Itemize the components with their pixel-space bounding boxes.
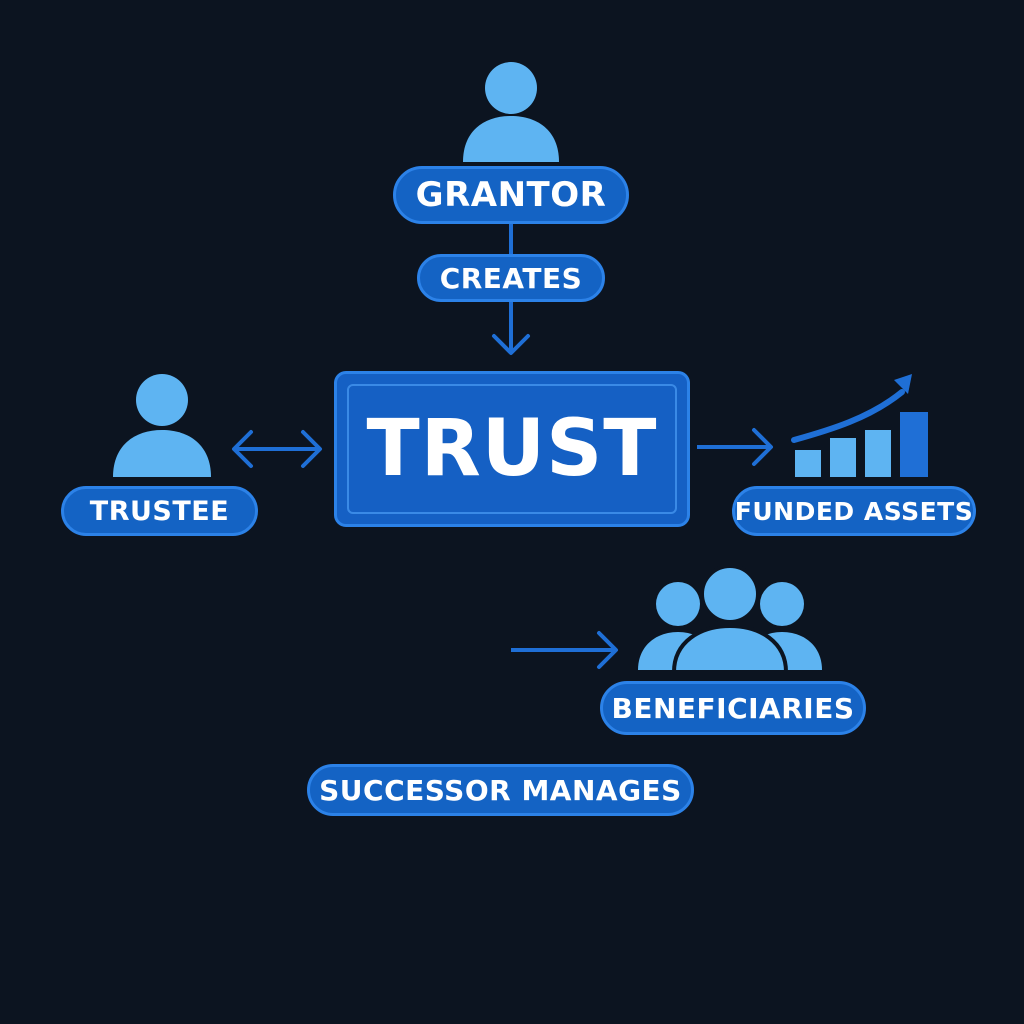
trustee-label: TRUSTEE (61, 486, 258, 536)
creates-to-trust-arrow (492, 302, 530, 355)
trust-to-assets-arrow (697, 428, 773, 466)
creates-label: CREATES (417, 254, 605, 302)
trustee-trust-double-arrow (232, 430, 322, 468)
trust-box-inner-border (347, 384, 677, 514)
bar-chart-growth-icon (791, 374, 928, 477)
trustee-person-icon (113, 374, 211, 477)
to-beneficiaries-arrow (511, 631, 618, 669)
beneficiaries-group-icon (638, 566, 822, 674)
grantor-label: GRANTOR (393, 166, 629, 224)
beneficiaries-label: BENEFICIARIES (600, 681, 866, 735)
trust-box: TRUST (334, 371, 690, 527)
grantor-person-icon (463, 62, 559, 162)
trust-label: TRUST (366, 404, 658, 494)
funded-assets-label: FUNDED ASSETS (732, 486, 976, 536)
successor-manages-label: SUCCESSOR MANAGES (307, 764, 694, 816)
